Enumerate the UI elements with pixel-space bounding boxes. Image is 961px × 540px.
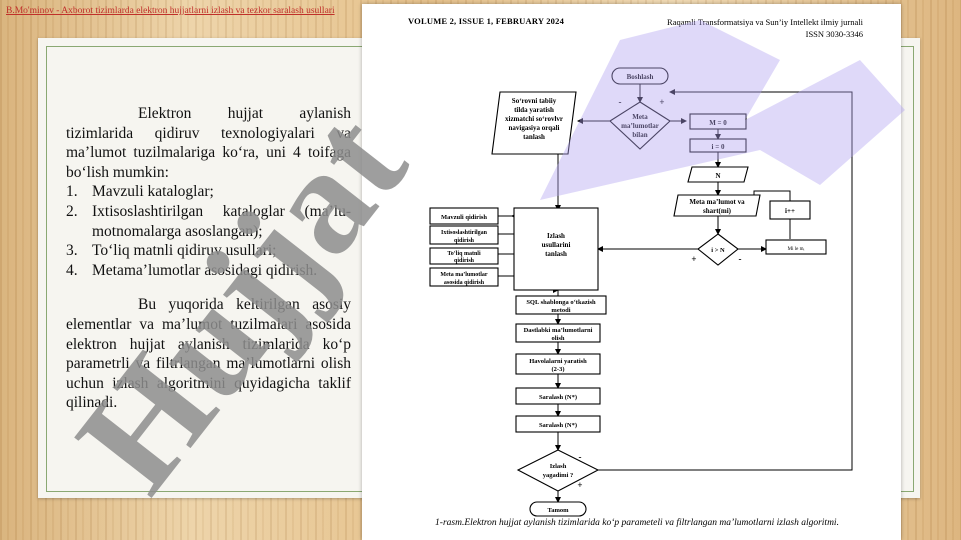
end-label: Tamom	[547, 507, 569, 514]
sorov-line: xizmatchi so‘rovlvr	[505, 115, 563, 123]
meta-data-line: Meta ma’lumot va	[689, 198, 745, 206]
minus-sign: -	[579, 452, 582, 462]
n-io	[687, 166, 749, 183]
intro-paragraph: Elektron hujjat aylanish tizimlarida qid…	[66, 105, 351, 181]
m0-label: M = 0	[709, 119, 727, 127]
search-choice-box	[513, 207, 599, 291]
list-item: 3.To‘liq matnli qidiruv usullari;	[66, 242, 277, 260]
sql-line: metodi	[551, 307, 570, 314]
meta-decision-line: bilan	[632, 131, 647, 139]
list-item: 2.Ixtisoslashtirilgan kataloglar (ma’lu-…	[66, 202, 351, 240]
sorov-line: tanlash	[523, 133, 545, 141]
plus-sign: +	[659, 97, 664, 107]
havola-box	[515, 353, 601, 375]
document-page: VOLUME 2, ISSUE 1, FEBRUARY 2024 Raqamli…	[362, 4, 901, 540]
method-label: Meta ma’lumotlar	[440, 272, 487, 278]
arrow	[598, 89, 853, 471]
sorov-line: So‘rovni tabiiy	[512, 97, 557, 105]
sorov-line: navigasiya orqali	[508, 124, 559, 132]
list-item: 1.Mavzuli kataloglar;	[66, 183, 214, 201]
plus-sign: +	[577, 480, 582, 490]
dastlabki-box	[515, 323, 601, 343]
dastlabki-line: Dastlabki ma’lumotlarni	[524, 327, 593, 334]
figure-caption: 1-rasm.Elektron hujjat aylanish tizimlar…	[435, 518, 839, 528]
n-label: N	[715, 172, 720, 180]
journal-header: Raqamli Transformatsiya va Sun’iy Intell…	[667, 16, 863, 40]
issn-label: ISSN 3030-3346	[805, 29, 863, 39]
i0-label: i = 0	[712, 143, 725, 151]
method-box	[429, 207, 499, 225]
algorithm-paragraph: Bu yuqorida keltirilgan asosiy elementla…	[66, 296, 351, 412]
sql-box	[515, 295, 607, 315]
meta-decision-line: ma’lumotlar	[621, 122, 659, 130]
dastlabki-line: olish	[551, 335, 564, 342]
volume-label: VOLUME 2, ISSUE 1, FEBRUARY 2024	[408, 16, 565, 26]
finish-decision-shape	[516, 449, 600, 492]
cond-label: i > N	[711, 247, 725, 254]
meta-data-line: shart(mi)	[703, 207, 732, 215]
finish-decision-line: Izlash	[550, 463, 567, 470]
i0-box	[689, 138, 747, 153]
saralash2-box	[515, 415, 601, 433]
slide-text: Elektron hujjat aylanish tizimlarida qid…	[66, 104, 351, 413]
search-choice-line: usullarini	[542, 241, 571, 249]
cond-decision	[697, 233, 739, 266]
finish-decision-line: yagadimi ?	[543, 472, 574, 479]
method-box	[429, 225, 499, 245]
method-label: qidirish	[454, 258, 475, 264]
sorov-io	[491, 91, 577, 155]
flowchart: Boshlash Meta ma’lumotlar bilan So‘rovni…	[429, 67, 853, 517]
meta-decision-shape	[609, 101, 671, 150]
m0-box	[689, 113, 747, 130]
method-label: Ixtisoslashtirilgan	[441, 230, 488, 236]
search-choice-line: Izlash	[547, 232, 565, 240]
start-terminal	[611, 67, 669, 85]
mi-box	[765, 239, 827, 255]
search-choice-line: tanlash	[545, 250, 567, 258]
meta-data-io	[673, 194, 761, 217]
iinc-label: i++	[785, 207, 795, 215]
sorov-line: tilda yaratish	[514, 106, 554, 114]
iinc-box	[769, 200, 811, 220]
header-link[interactable]: B.Mo'minov - Axborot tizimlarda elektron…	[6, 6, 335, 16]
saralash2-label: Saralash (N*)	[539, 422, 577, 429]
method-label: qidirish	[454, 238, 475, 244]
method-box	[429, 247, 499, 265]
start-label: Boshlash	[627, 73, 654, 81]
method-label: asosida qidirish	[444, 280, 485, 286]
end-terminal	[529, 501, 587, 517]
saralash1-label: Saralash (N*)	[539, 394, 577, 401]
method-label: To‘liq matnli	[447, 251, 481, 257]
havola-line: Havolalarni yaratish	[529, 358, 587, 365]
sql-line: SQL shablonga o‘tkazish	[526, 299, 596, 306]
category-list: 1.Mavzuli kataloglar; 2.Ixtisoslashtiril…	[66, 182, 351, 280]
saralash1-box	[515, 387, 601, 405]
minus-sign: -	[739, 254, 742, 264]
minus-sign: -	[619, 97, 622, 107]
method-label: Mavzuli qidirish	[441, 214, 487, 221]
journal-name: Raqamli Transformatsiya va Sun’iy Intell…	[667, 17, 863, 27]
havola-line: (2-3)	[552, 366, 565, 373]
method-box	[429, 267, 499, 287]
plus-sign: +	[691, 254, 696, 264]
mi-label: Mi le mᵢ	[788, 247, 805, 252]
meta-decision-line: Meta	[632, 113, 648, 121]
list-item: 4.Metama’lumotlar asosidagi qidirish.	[66, 261, 318, 279]
